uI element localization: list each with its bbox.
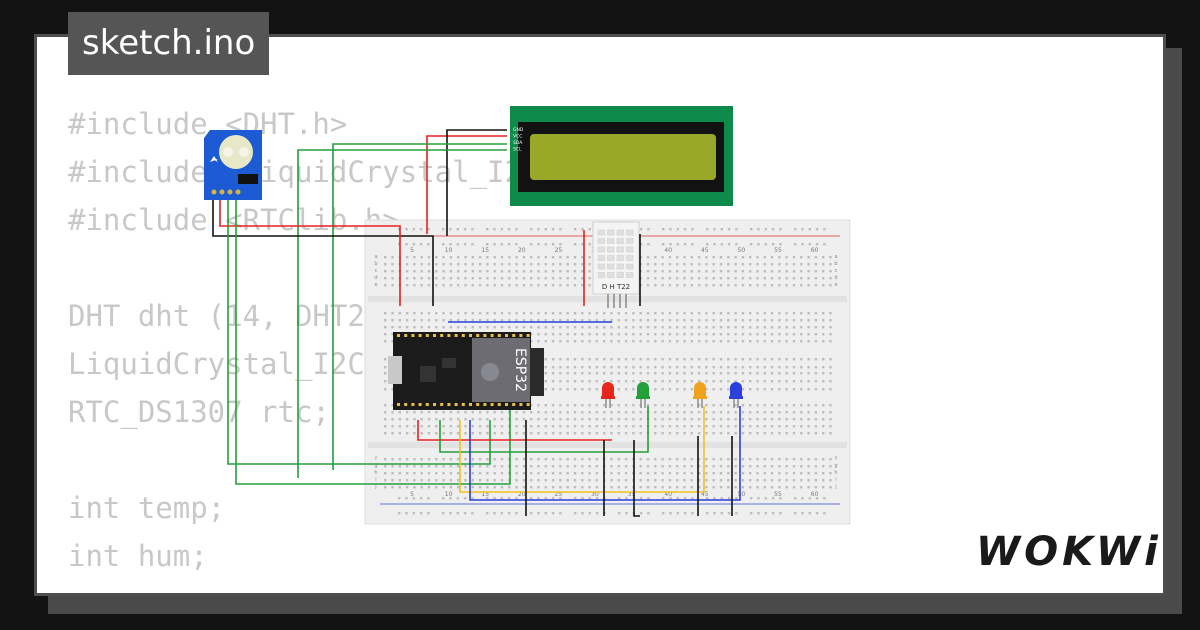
mcu-label: ESP32 bbox=[512, 348, 528, 392]
breadboard-column-number: 55 bbox=[774, 491, 782, 498]
breadboard-column-number: 45 bbox=[701, 491, 709, 498]
breadboard-row-letter: f bbox=[835, 456, 837, 462]
breadboard-column-number: 40 bbox=[664, 491, 672, 498]
breadboard-row-letter: a bbox=[834, 254, 837, 260]
breadboard-column-number: 20 bbox=[518, 247, 526, 254]
code-line: RTC_DS1307 rtc; bbox=[68, 395, 330, 429]
led bbox=[637, 382, 649, 398]
breadboard-row-letter: f bbox=[375, 456, 377, 462]
breadboard-row-letter: d bbox=[834, 275, 837, 281]
rtc-module bbox=[204, 130, 262, 200]
breadboard-column-number: 50 bbox=[738, 491, 746, 498]
breadboard-row-letter: d bbox=[374, 275, 377, 281]
breadboard-column-number: 25 bbox=[555, 247, 563, 254]
lcd-pin-label: VCC bbox=[513, 134, 522, 140]
breadboard-column-number: 15 bbox=[481, 491, 489, 498]
breadboard-row-letter: a bbox=[374, 254, 377, 260]
breadboard-column-number: 25 bbox=[555, 491, 563, 498]
breadboard-column-number: 50 bbox=[738, 247, 746, 254]
file-tab[interactable]: sketch.ino bbox=[68, 12, 270, 75]
led-group bbox=[601, 382, 743, 408]
breadboard-column-number: 55 bbox=[774, 247, 782, 254]
sensor-label: D H T22 bbox=[602, 283, 630, 291]
breadboard-column-number: 5 bbox=[410, 247, 414, 254]
breadboard-column-number: 40 bbox=[664, 247, 672, 254]
breadboard-row-letter: g bbox=[374, 463, 377, 469]
led bbox=[694, 382, 706, 398]
breadboard-row-letter: j bbox=[834, 484, 836, 490]
breadboard-column-number: 60 bbox=[811, 491, 819, 498]
breadboard-row-letter: e bbox=[834, 282, 837, 288]
breadboard-column-number: 10 bbox=[445, 491, 453, 498]
breadboard-column-number: 60 bbox=[811, 247, 819, 254]
breadboard-row-letter: e bbox=[374, 282, 377, 288]
logo-text: WOKWi bbox=[976, 529, 1162, 575]
code-line: int hum; bbox=[68, 539, 208, 573]
breadboard-column-number: 20 bbox=[518, 491, 526, 498]
breadboard-column-number: 10 bbox=[445, 247, 453, 254]
breadboard-row-letter: i bbox=[375, 477, 376, 483]
esp32-board: ESP32 bbox=[388, 332, 544, 410]
breadboard-column-number: 35 bbox=[628, 491, 636, 498]
breadboard-row-letter: b bbox=[834, 261, 837, 267]
led bbox=[602, 382, 614, 398]
code-line: int temp; bbox=[68, 491, 226, 525]
breadboard-column-number: 30 bbox=[591, 491, 599, 498]
lcd-pin-label: GND bbox=[513, 127, 524, 133]
breadboard-row-letter: h bbox=[834, 470, 837, 476]
breadboard-column-number: 15 bbox=[481, 247, 489, 254]
breadboard-row-letter: g bbox=[834, 463, 837, 469]
wokwi-logo: WOKWi bbox=[976, 524, 1158, 580]
breadboard-column-number: 5 bbox=[410, 491, 414, 498]
breadboard-row-letter: i bbox=[835, 477, 836, 483]
breadboard-column-number: 45 bbox=[701, 247, 709, 254]
breadboard-row-letter: c bbox=[375, 268, 378, 274]
dht22-sensor: D H T22 bbox=[592, 221, 640, 308]
lcd-pin-label: SDA bbox=[513, 140, 523, 146]
lcd-pin-label: SCL bbox=[513, 147, 522, 153]
led bbox=[730, 382, 742, 398]
wires bbox=[212, 129, 741, 517]
breadboard-row-letter: c bbox=[835, 268, 838, 274]
breadboard-row-letter: j bbox=[374, 484, 376, 490]
breadboard-row-letter: b bbox=[374, 261, 377, 267]
breadboard-row-letter: h bbox=[374, 470, 377, 476]
